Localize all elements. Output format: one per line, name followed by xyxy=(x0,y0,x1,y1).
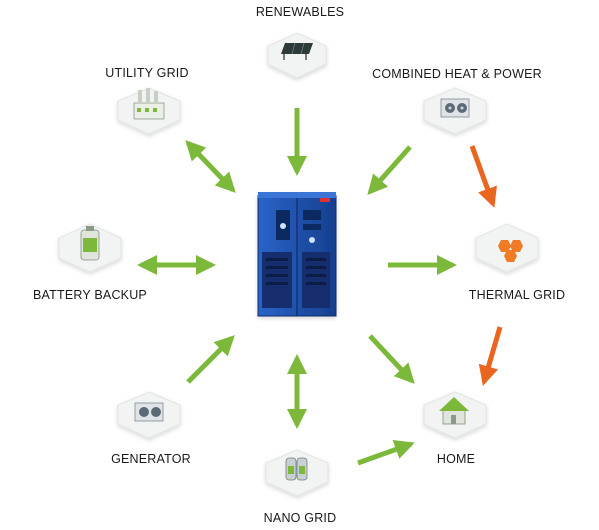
node-generator xyxy=(117,391,181,439)
chp-unit-icon xyxy=(440,98,470,118)
label-thermal-grid: THERMAL GRID xyxy=(468,288,566,302)
generator-icon xyxy=(134,402,164,422)
arrow-chp-to-thermal xyxy=(469,145,497,208)
label-battery-backup: BATTERY BACKUP xyxy=(33,288,147,302)
label-home: HOME xyxy=(436,452,476,466)
node-nano-grid xyxy=(265,449,329,497)
power-cabinet-icon xyxy=(257,192,337,317)
thermal-hexagon-icon xyxy=(498,240,523,262)
node-thermal xyxy=(475,223,539,273)
node-battery xyxy=(58,223,122,273)
label-renewables: RENEWABLES xyxy=(255,5,345,19)
arrow-nanogrid-to-home xyxy=(357,439,415,466)
arrow-generator-to-center xyxy=(186,335,235,384)
node-utility-grid xyxy=(117,87,181,135)
label-chp: COMBINED HEAT & POWER xyxy=(372,67,542,81)
power-plant-icon xyxy=(133,88,165,120)
battery-icon xyxy=(80,226,100,261)
label-utility-grid: UTILITY GRID xyxy=(105,66,189,80)
label-nano-grid: NANO GRID xyxy=(263,511,337,525)
house-icon xyxy=(439,397,469,425)
node-home xyxy=(423,391,487,439)
arrow-utility-center xyxy=(185,140,236,193)
arrow-chp-to-center xyxy=(367,145,412,195)
arrow-thermal-to-home xyxy=(478,326,503,386)
label-generator: GENERATOR xyxy=(111,452,191,466)
solar-panel-icon xyxy=(281,42,313,60)
nano-grid-icon xyxy=(285,457,308,481)
node-chp xyxy=(423,87,487,135)
arrow-center-to-home xyxy=(368,334,415,384)
node-renewables xyxy=(267,32,327,79)
arrows xyxy=(137,108,503,466)
